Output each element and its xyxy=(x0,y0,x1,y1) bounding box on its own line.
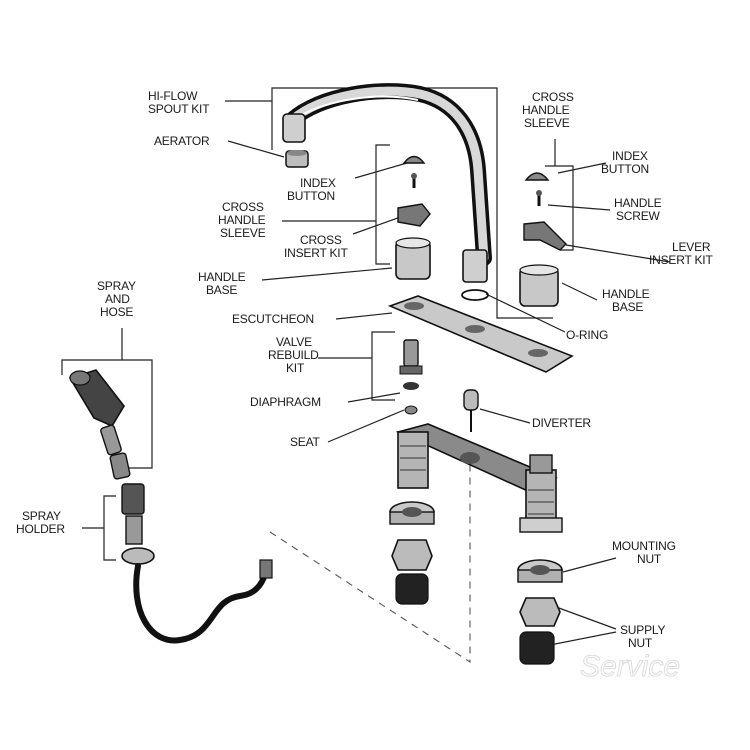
escutcheon-plate xyxy=(387,295,574,373)
valve-rebuild-parts xyxy=(399,339,423,415)
label-escutcheon: ESCUTCHEON xyxy=(232,312,314,326)
label-lever-insert-kit: LEVER INSERT KIT xyxy=(649,240,714,267)
label-cross-handle-sleeve-right: CROSS HANDLE SLEEVE xyxy=(522,90,577,130)
label-seat: SEAT xyxy=(290,435,321,449)
label-mounting-nut: MOUNTING NUT xyxy=(612,539,679,566)
label-diaphragm: DIAPHRAGM xyxy=(250,395,321,409)
label-cross-insert-kit: CROSS INSERT KIT xyxy=(284,233,348,260)
label-handle-base-left: HANDLE BASE xyxy=(198,270,249,297)
faucet-valve-body xyxy=(395,423,563,533)
right-mounting-supply-nuts xyxy=(517,559,563,665)
label-aerator: AERATOR xyxy=(154,134,210,148)
label-spray-holder: SPRAY HOLDER xyxy=(16,509,65,536)
o-ring-part xyxy=(461,289,489,301)
label-index-button-right: INDEX BUTTON xyxy=(601,149,651,176)
left-mounting-supply-nuts xyxy=(389,501,435,605)
left-handle-parts xyxy=(395,155,431,280)
label-diverter: DIVERTER xyxy=(532,416,591,430)
label-supply-nut: SUPPLY NUT xyxy=(620,623,668,650)
label-cross-handle-sleeve-left: CROSS HANDLE SLEEVE xyxy=(218,200,269,240)
part-labels: HI-FLOW SPOUT KIT AERATOR INDEX BUTTON C… xyxy=(16,89,714,650)
diverter-part xyxy=(463,389,479,432)
label-handle-screw: HANDLE SCREW xyxy=(614,196,665,223)
leader-lines xyxy=(61,87,671,646)
hi-flow-spout xyxy=(282,83,492,283)
label-handle-base-right: HANDLE BASE xyxy=(602,287,653,314)
label-index-button-left: INDEX BUTTON xyxy=(287,176,339,203)
label-o-ring: O-RING xyxy=(566,328,608,342)
watermark-text: Service xyxy=(580,650,680,683)
aerator-part xyxy=(285,150,309,168)
right-handle-parts xyxy=(519,172,567,307)
hose-route-dashed xyxy=(269,452,471,664)
label-spray-and-hose: SPRAY AND HOSE xyxy=(97,279,139,319)
spray-and-hose-part xyxy=(68,369,273,644)
label-valve-rebuild-kit: VALVE REBUILD KIT xyxy=(268,335,322,375)
label-hi-flow-spout-kit: HI-FLOW SPOUT KIT xyxy=(148,89,210,116)
